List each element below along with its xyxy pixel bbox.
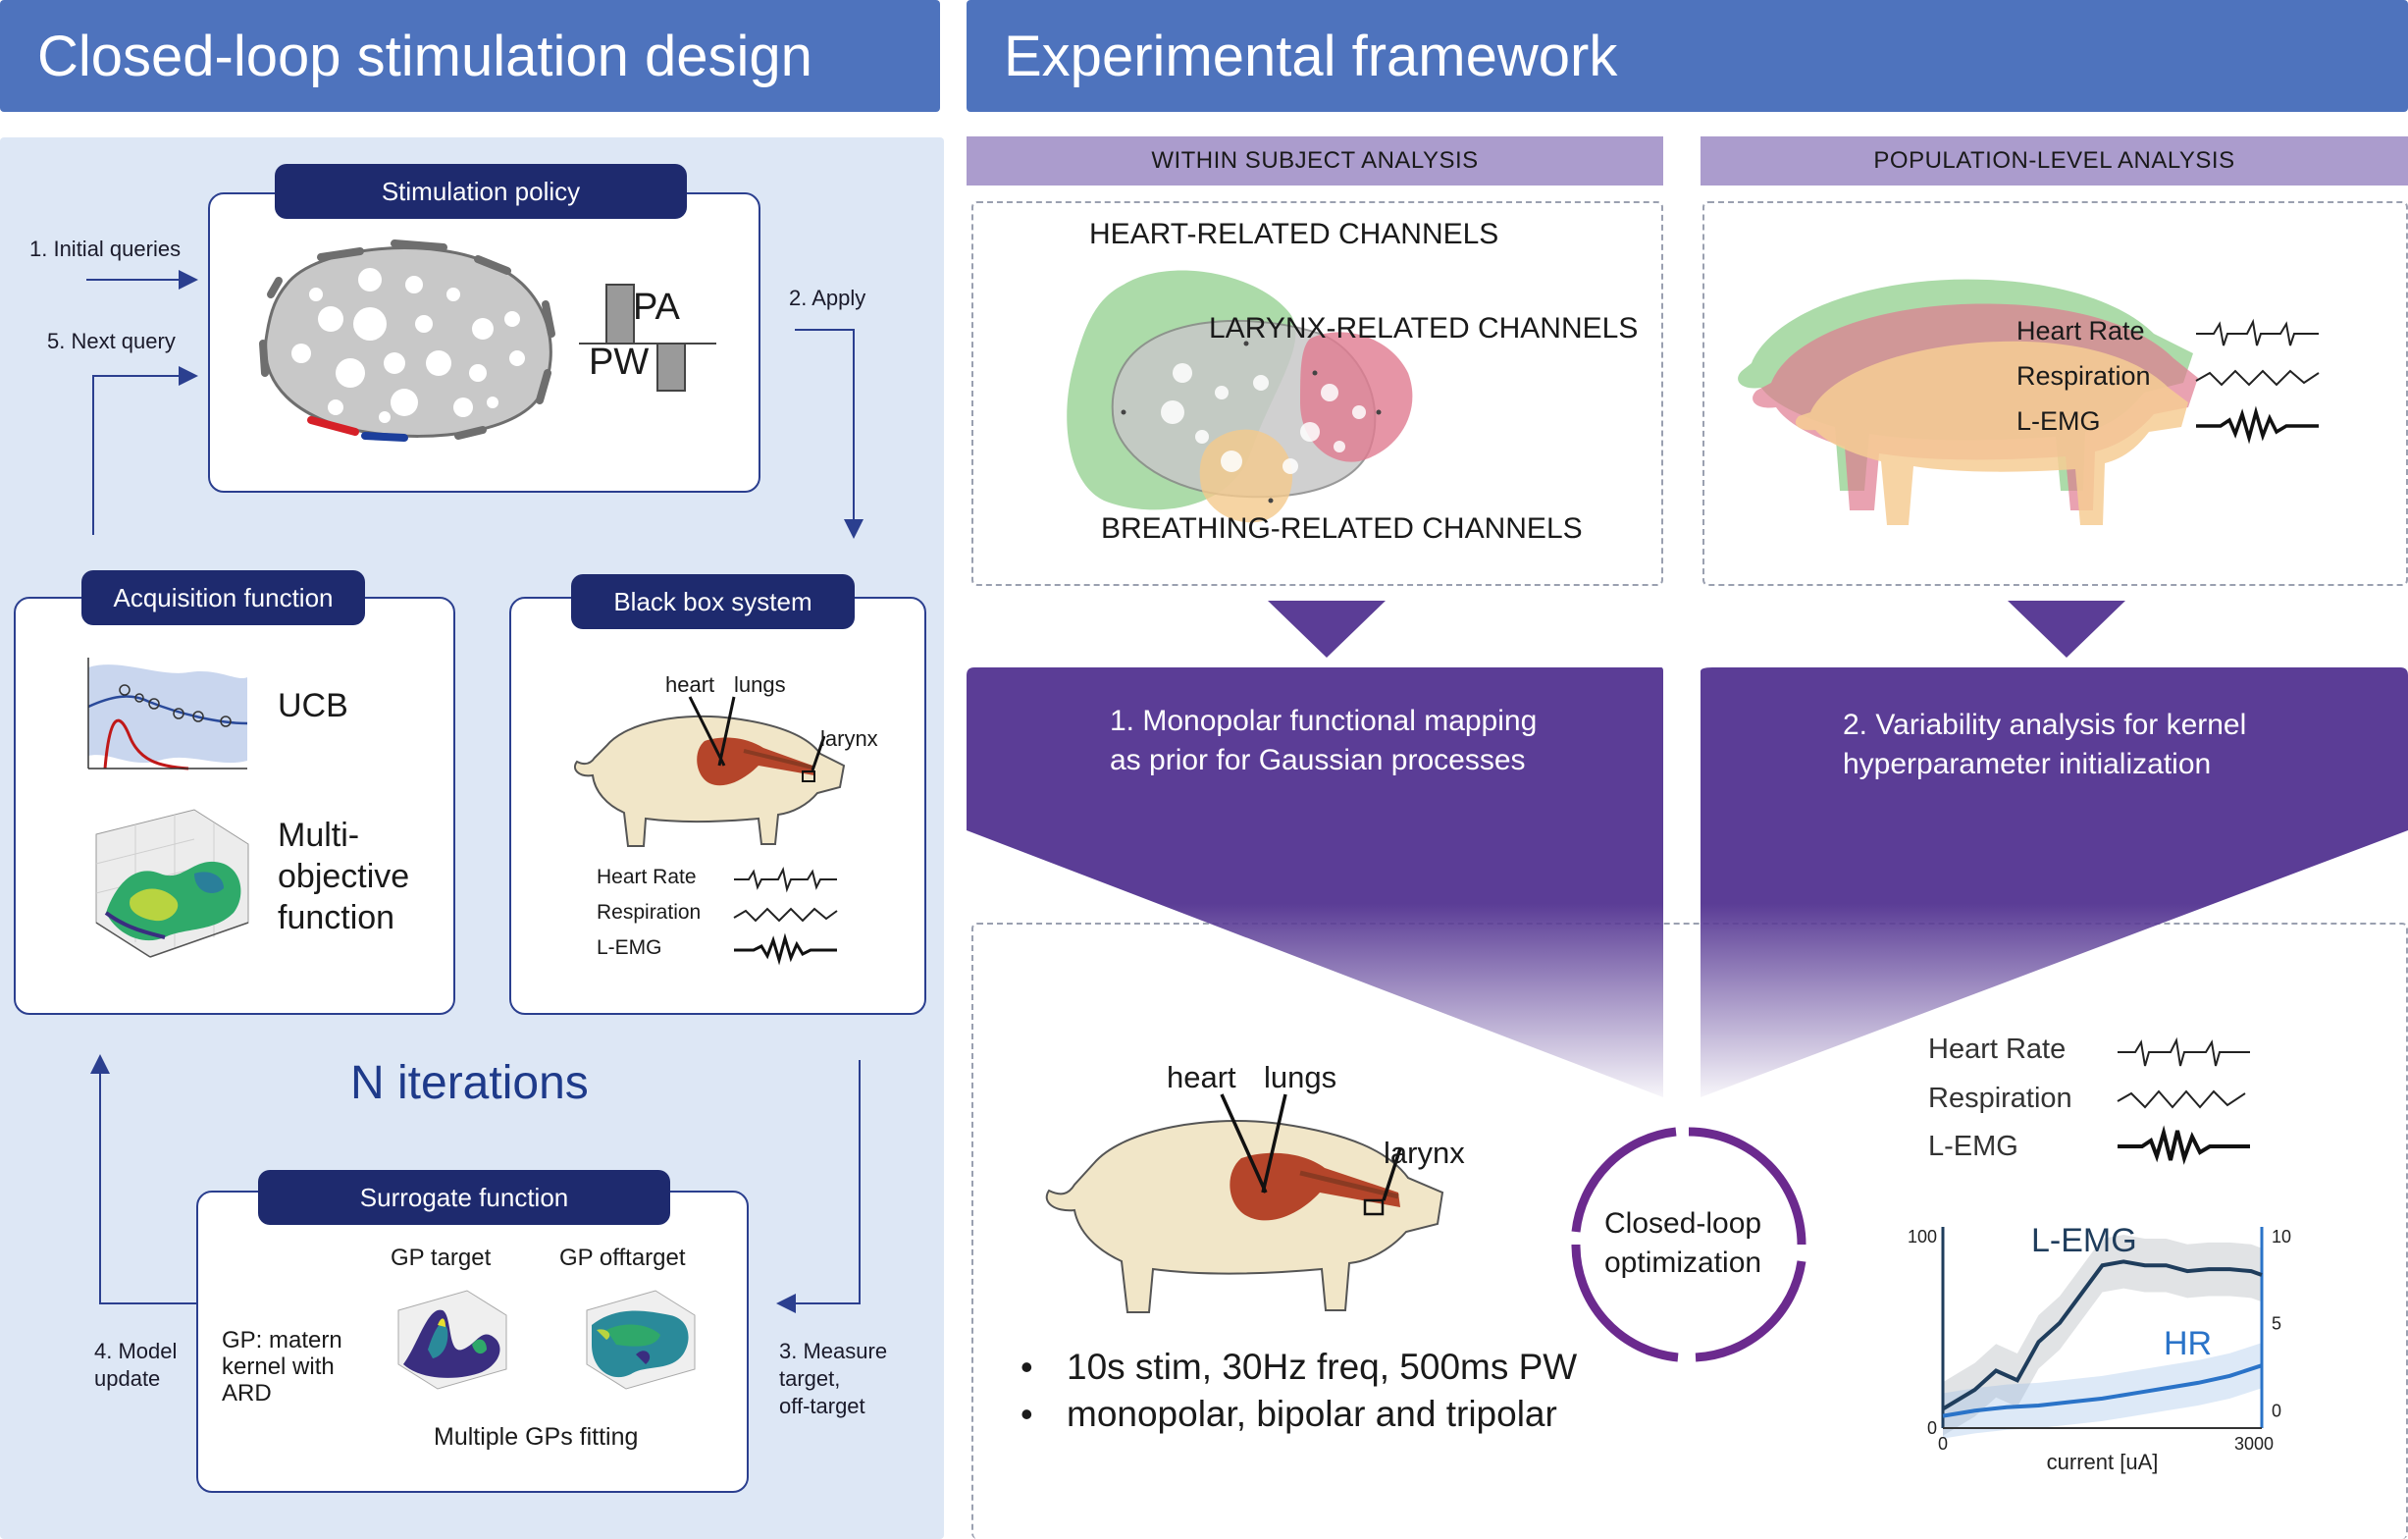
- tick-right-5: 5: [2272, 1314, 2281, 1334]
- population-step-line-1: 2. Variability analysis for kernel: [1843, 709, 2247, 741]
- black-box-system-label: Black box system: [571, 574, 855, 629]
- bottom-lungs-label: lungs: [1264, 1060, 1337, 1094]
- within-down-arrow: [1268, 601, 1386, 658]
- series-label-hr: HR: [2164, 1325, 2212, 1362]
- electrode-array-icon: [259, 239, 555, 442]
- pw-label: PW: [589, 342, 650, 383]
- left-title-bar: Closed-loop stimulation design: [0, 0, 940, 112]
- closed-loop-line-1: Closed-loop: [1604, 1207, 1762, 1240]
- pop-signal-traces-icon: [2195, 318, 2320, 445]
- gp-offtarget-surface-icon: [586, 1290, 696, 1390]
- stimulation-policy-label: Stimulation policy: [275, 164, 687, 219]
- bb-heart-label: heart: [665, 672, 715, 697]
- larynx-related-channels-label: LARYNX-RELATED CHANNELS: [1209, 312, 1639, 345]
- pop-signal-lemg: L-EMG: [2016, 406, 2101, 436]
- series-hr: [1942, 1363, 2263, 1418]
- flow-model-update-2: update: [94, 1366, 161, 1391]
- multi-objective-line-1: Multi-: [278, 817, 360, 854]
- multi-objective-line-2: objective: [278, 858, 410, 895]
- bullet-dot-2: •: [1021, 1394, 1033, 1434]
- bullet-2: monopolar, bipolar and tripolar: [1067, 1394, 1557, 1434]
- gp-offtarget-label: GP offtarget: [559, 1245, 686, 1271]
- bottom-pig-anatomy-icon: [1045, 1093, 1444, 1313]
- bottom-larynx-label: larynx: [1384, 1136, 1465, 1170]
- band-l-emg: [1943, 1235, 2262, 1436]
- population-level-header: POPULATION-LEVEL ANALYSIS: [1701, 136, 2408, 186]
- surrogate-function-label: Surrogate function: [258, 1170, 670, 1225]
- within-subject-dashed-box: [971, 201, 1663, 586]
- within-subject-header: WITHIN SUBJECT ANALYSIS: [967, 136, 1663, 186]
- bottom-signal-lemg: L-EMG: [1928, 1131, 2018, 1162]
- bullet-1: 10s stim, 30Hz freq, 500ms PW: [1067, 1347, 1578, 1387]
- band-hr: [1943, 1343, 2262, 1439]
- channel-map-icon: [1067, 270, 1413, 523]
- population-down-arrow: [2008, 601, 2125, 658]
- multiobjective-surface-icon: [95, 809, 249, 958]
- within-step-line-1: 1. Monopolar functional mapping: [1110, 705, 1538, 737]
- funnels: [967, 667, 2408, 1097]
- tick-x-3000: 3000: [2234, 1434, 2274, 1454]
- flow-measure-3: off-target: [779, 1394, 865, 1418]
- bottom-signal-respiration: Respiration: [1928, 1083, 2072, 1114]
- series-l-emg: [1941, 1259, 2263, 1411]
- bb-signal-respiration: Respiration: [597, 901, 702, 924]
- pop-signal-heart-rate: Heart Rate: [2016, 316, 2145, 345]
- gp-desc-line-3: ARD: [222, 1380, 272, 1406]
- ucb-label: UCB: [278, 687, 348, 724]
- ucb-plot-icon: [87, 658, 248, 770]
- bottom-heart-label: heart: [1167, 1060, 1236, 1094]
- pa-label: PA: [633, 287, 680, 328]
- left-title: Closed-loop stimulation design: [37, 24, 812, 88]
- closed-loop-dashed-box: [971, 923, 2408, 1539]
- population-dashed-box: [1702, 201, 2408, 586]
- gp-target-label: GP target: [391, 1245, 492, 1271]
- closed-loop-line-2: optimization: [1604, 1247, 1762, 1279]
- breathing-related-channels-label: BREATHING-RELATED CHANNELS: [1101, 512, 1583, 545]
- multi-objective-line-3: function: [278, 899, 395, 936]
- bullet-dot-1: •: [1021, 1347, 1033, 1387]
- flow-measure-1: 3. Measure: [779, 1339, 888, 1363]
- gp-target-surface-icon: [397, 1290, 507, 1390]
- gp-desc-line-2: kernel with: [222, 1353, 335, 1380]
- x-axis-label: current [uA]: [2047, 1450, 2159, 1474]
- tick-right-0: 0: [2272, 1401, 2281, 1420]
- pulse-waveform-icon: [579, 284, 716, 392]
- gp-desc-line-1: GP: matern: [222, 1327, 342, 1353]
- flow-next-query: 5. Next query: [47, 329, 176, 353]
- right-title: Experimental framework: [1004, 24, 1618, 88]
- pig-anatomy-icon: [574, 696, 846, 847]
- pop-signal-respiration: Respiration: [2016, 361, 2151, 391]
- acquisition-function-label: Acquisition function: [81, 570, 365, 625]
- bb-signal-heart-rate: Heart Rate: [597, 866, 697, 888]
- n-iterations-label: N iterations: [350, 1057, 589, 1109]
- bb-lungs-label: lungs: [734, 672, 786, 697]
- right-title-bar: Experimental framework: [967, 0, 2408, 112]
- bottom-signal-heart-rate: Heart Rate: [1928, 1034, 2067, 1065]
- within-step-line-2: as prior for Gaussian processes: [1110, 744, 1526, 776]
- tick-right-10: 10: [2272, 1227, 2291, 1247]
- tick-x-0: 0: [1938, 1434, 1948, 1454]
- flow-measure-2: target,: [779, 1366, 841, 1391]
- series-label-lemg: L-EMG: [2031, 1222, 2137, 1259]
- population-step-line-2: hyperparameter initialization: [1843, 748, 2212, 780]
- flow-apply: 2. Apply: [789, 286, 866, 310]
- multiple-gps-label: Multiple GPs fitting: [434, 1423, 639, 1451]
- flow-model-update-1: 4. Model: [94, 1339, 178, 1363]
- bb-larynx-label: larynx: [820, 726, 878, 751]
- bb-signal-traces-icon: [733, 866, 838, 966]
- population-pigs-icon: [1738, 279, 2198, 525]
- heart-related-channels-label: HEART-RELATED CHANNELS: [1089, 218, 1499, 250]
- bb-signal-lemg: L-EMG: [597, 936, 662, 959]
- closed-loop-cycle-icon: [1571, 1127, 1806, 1362]
- acquisition-function-box: [14, 597, 455, 1015]
- flow-initial-queries: 1. Initial queries: [29, 237, 182, 261]
- bottom-signal-traces-icon: [2117, 1036, 2250, 1165]
- tick-left-100: 100: [1908, 1227, 1937, 1247]
- tick-left-0: 0: [1927, 1418, 1937, 1438]
